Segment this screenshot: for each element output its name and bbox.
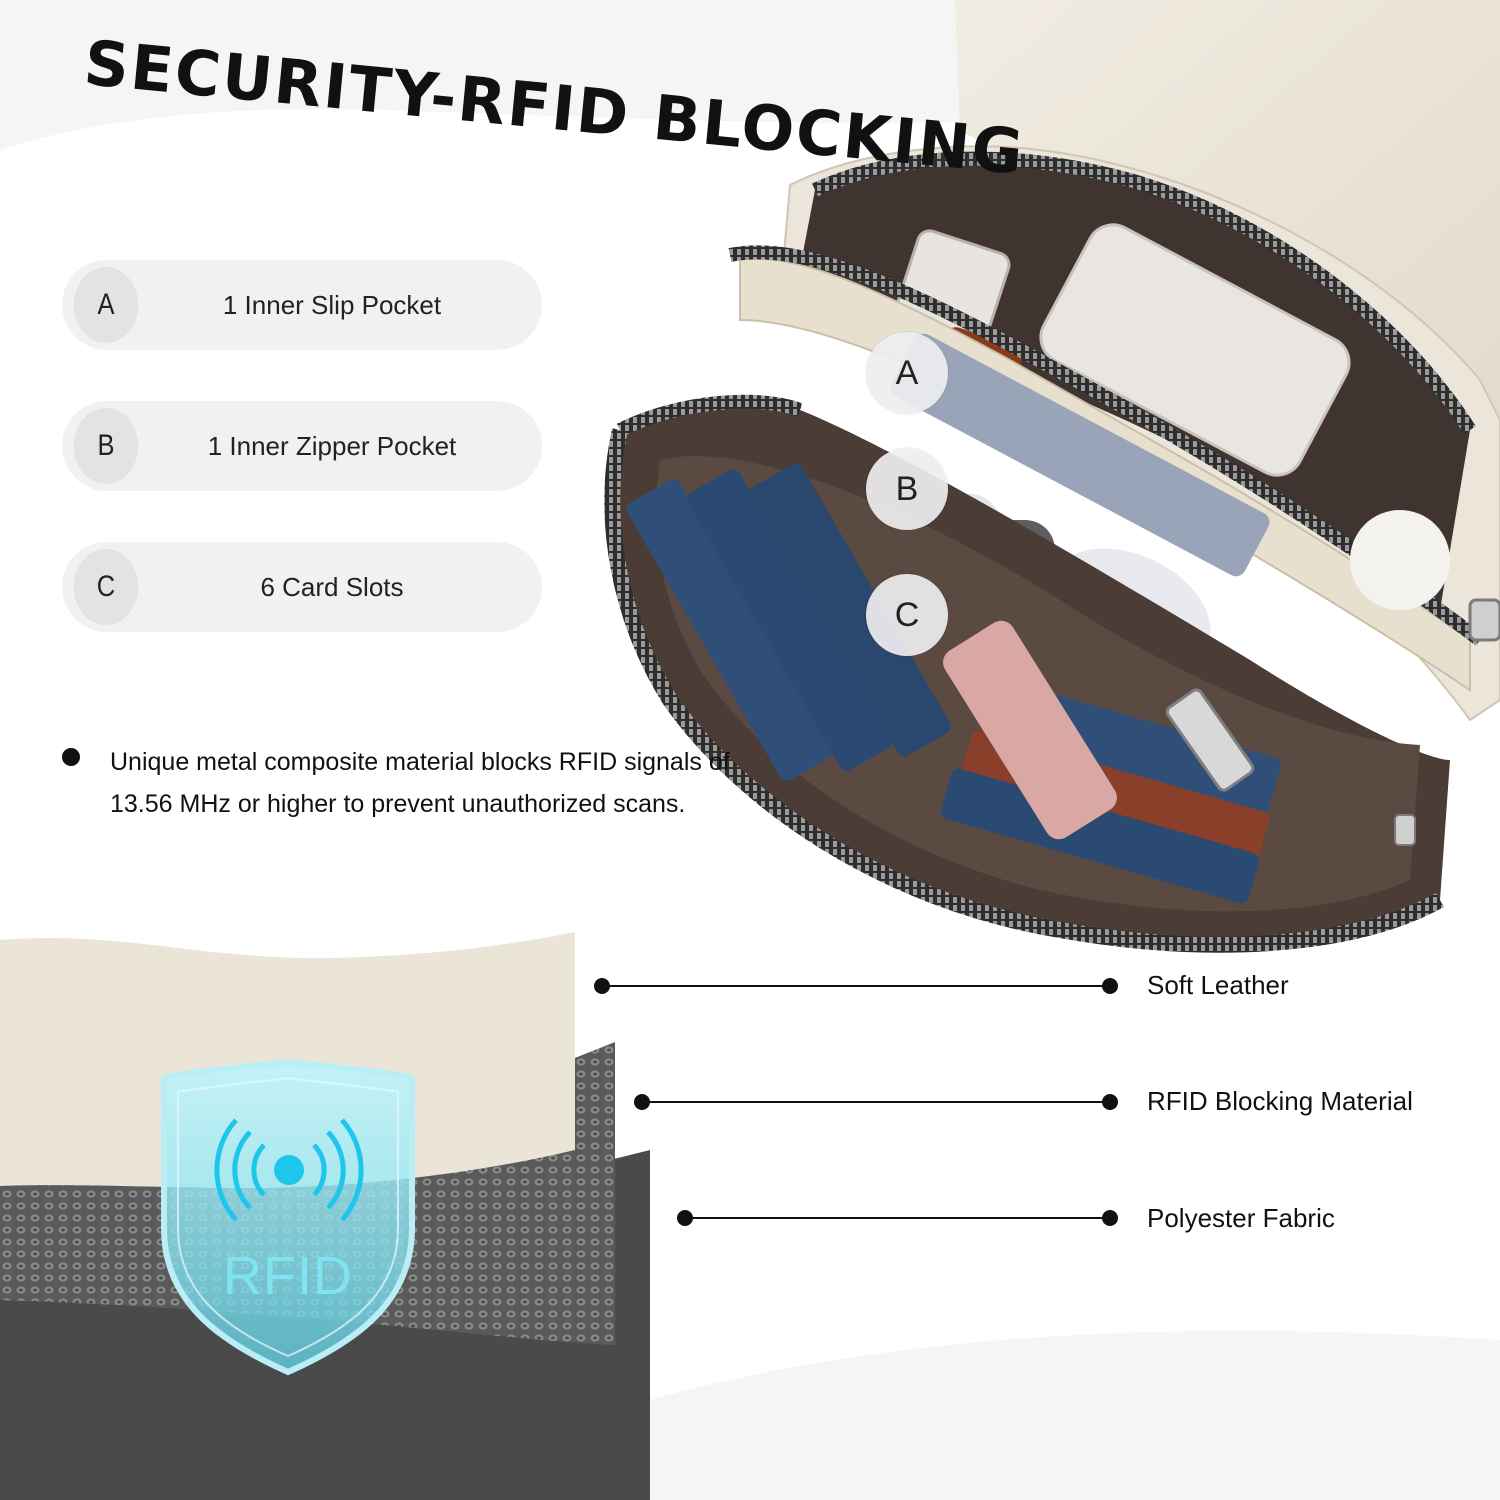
rfid-badge-label: RFID [223, 1246, 353, 1306]
callout-b: B [866, 448, 948, 530]
bullet-icon [62, 748, 80, 766]
signal-waves-icon [214, 1118, 364, 1222]
leader-line-soft-leather [594, 978, 1118, 994]
feature-pill-b: B 1 Inner Zipper Pocket [62, 401, 542, 491]
feature-label: 1 Inner Zipper Pocket [207, 430, 457, 461]
layer-label-polyester: Polyester Fabric [1147, 1203, 1335, 1233]
feature-label: 6 Card Slots [260, 571, 404, 602]
callout-c: C [866, 574, 948, 656]
leader-line-rfid-material [634, 1094, 1118, 1110]
background-wave-bottom [650, 1330, 1500, 1500]
callout-a: A [866, 332, 948, 414]
shield-icon [161, 1058, 415, 1376]
feature-pill-c: C 6 Card Slots [62, 542, 542, 632]
leader-line-polyester [677, 1210, 1118, 1226]
feature-letter: A [73, 267, 139, 343]
layer-label-rfid-material: RFID Blocking Material [1147, 1086, 1413, 1116]
rfid-note: Unique metal composite material blocks R… [110, 748, 730, 818]
bag-illustration [604, 0, 1500, 953]
feature-letter: B [73, 408, 139, 484]
layer-label-soft-leather: Soft Leather [1147, 970, 1289, 1000]
feature-label: 1 Inner Slip Pocket [222, 289, 442, 320]
feature-pill-a: A 1 Inner Slip Pocket [62, 260, 542, 350]
feature-letter: C [73, 549, 139, 625]
